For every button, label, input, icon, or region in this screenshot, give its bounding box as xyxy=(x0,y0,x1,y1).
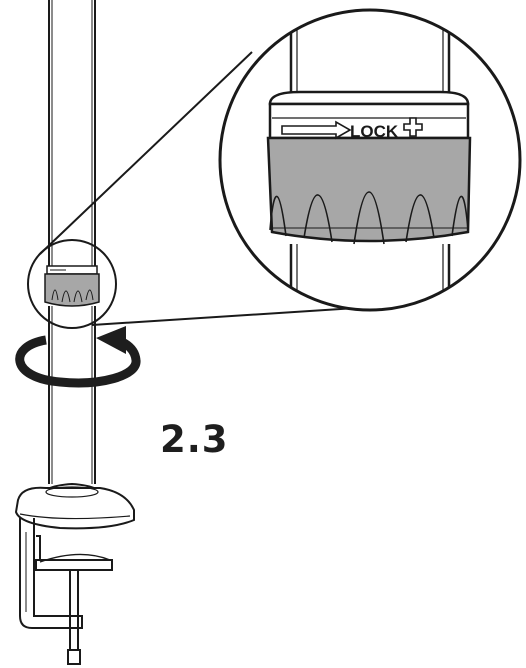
detail-highlight-circle xyxy=(27,239,117,329)
pole xyxy=(48,0,96,484)
zoom-connector-lines xyxy=(39,51,357,326)
lock-label: LOCK xyxy=(350,122,399,141)
rotate-arrow-icon xyxy=(15,326,141,388)
zoom-detail: LOCK xyxy=(218,8,522,312)
lock-plus-icon xyxy=(403,117,423,137)
desk-clamp xyxy=(19,518,113,665)
locking-collar xyxy=(44,265,100,307)
step-label: 2.3 xyxy=(160,418,229,461)
arrow-right-icon xyxy=(281,120,352,140)
base-flange xyxy=(14,482,135,530)
